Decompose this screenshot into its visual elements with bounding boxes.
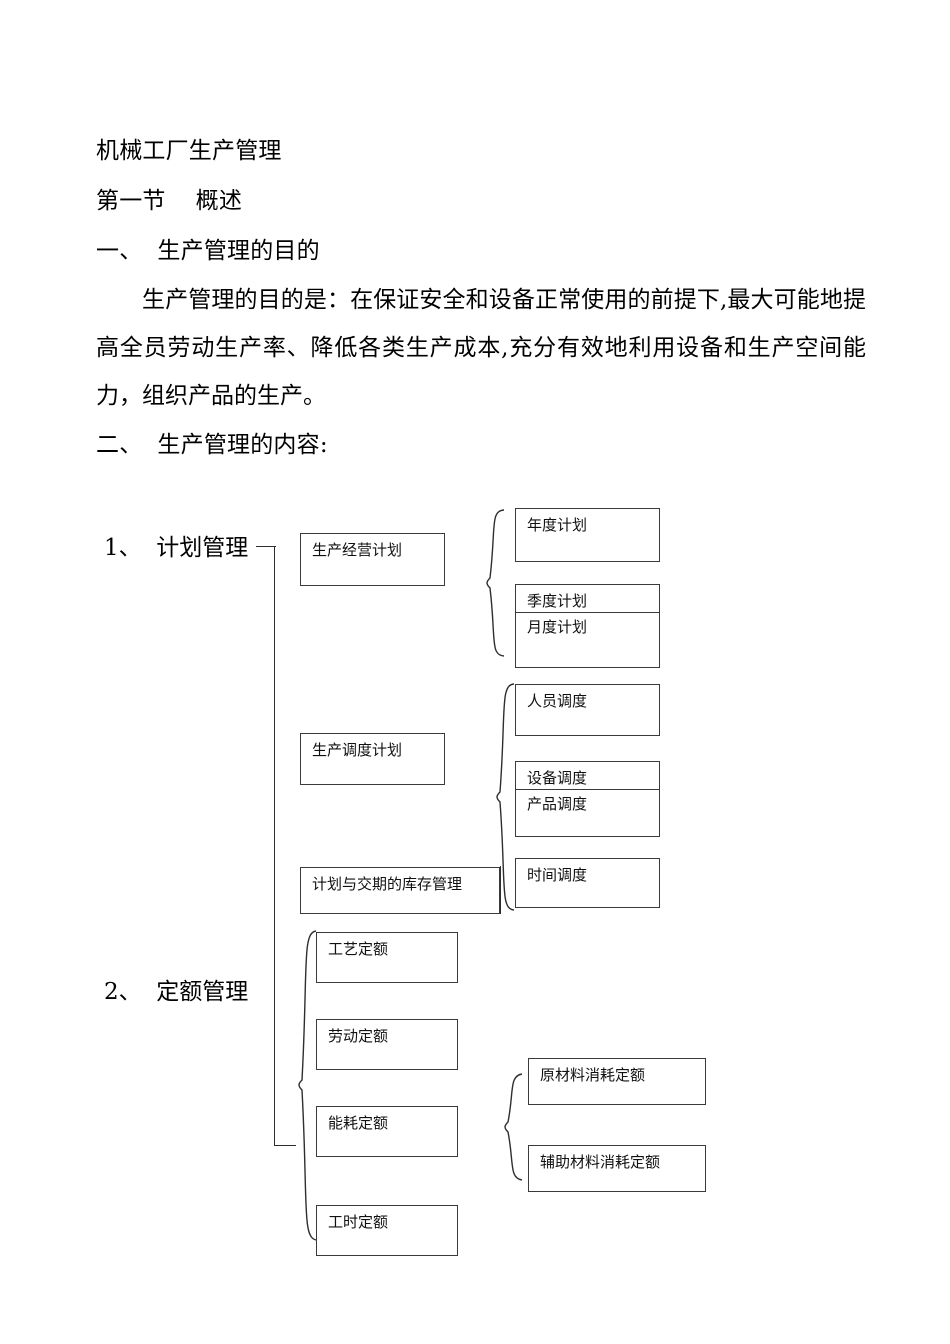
node-production-scheduling-plan[interactable]: 生产调度计划 <box>300 733 445 785</box>
node-production-operation-plan[interactable]: 生产经营计划 <box>300 533 445 586</box>
purpose-paragraph: 生产管理的目的是：在保证安全和设备正常使用的前提下,最大可能地提高全员劳动生产率… <box>96 287 866 409</box>
page-title: 机械工厂生产管理 <box>96 138 282 164</box>
group-label-plan-management: 1、 计划管理 <box>104 535 249 561</box>
node-quarterly-monthly-plan[interactable]: 季度计划 月度计划 <box>515 584 660 668</box>
node-personnel-scheduling[interactable]: 人员调度 <box>515 684 660 736</box>
node-annual-plan[interactable]: 年度计划 <box>515 508 660 562</box>
node-energy-quota[interactable]: 能耗定额 <box>316 1106 458 1157</box>
connector-plan-group-stub <box>256 546 276 547</box>
brace-energy-quota <box>492 1072 526 1182</box>
brace-quota-management <box>288 928 320 1243</box>
node-divider <box>516 612 659 613</box>
group-label-quota-management: 2、 定额管理 <box>104 979 249 1005</box>
node-working-hour-quota[interactable]: 工时定额 <box>316 1205 458 1256</box>
node-labor-quota[interactable]: 劳动定额 <box>316 1019 458 1070</box>
node-equipment-product-scheduling[interactable]: 设备调度 产品调度 <box>515 761 660 837</box>
brace-operation-plan <box>474 508 510 658</box>
node-auxiliary-material-consumption-quota[interactable]: 辅助材料消耗定额 <box>528 1145 706 1192</box>
connector-inventory-right <box>500 866 501 914</box>
section-heading: 第一节 概述 <box>96 188 243 214</box>
document-text-block: 机械工厂生产管理 第一节 概述 一、 生产管理的目的 生产管理的目的是：在保证安… <box>96 126 866 470</box>
node-raw-material-consumption-quota[interactable]: 原材料消耗定额 <box>528 1058 706 1105</box>
item-one-heading: 一、 生产管理的目的 <box>96 238 320 264</box>
connector-plan-group-bottom-stub <box>274 1145 296 1146</box>
node-process-quota[interactable]: 工艺定额 <box>316 932 458 983</box>
node-inventory-management[interactable]: 计划与交期的库存管理 <box>300 867 500 914</box>
node-divider <box>516 789 659 790</box>
brace-scheduling-plan <box>484 682 520 912</box>
item-two-heading: 二、 生产管理的内容: <box>96 432 328 458</box>
node-time-scheduling[interactable]: 时间调度 <box>515 858 660 908</box>
connector-plan-group-spine <box>274 546 275 1146</box>
